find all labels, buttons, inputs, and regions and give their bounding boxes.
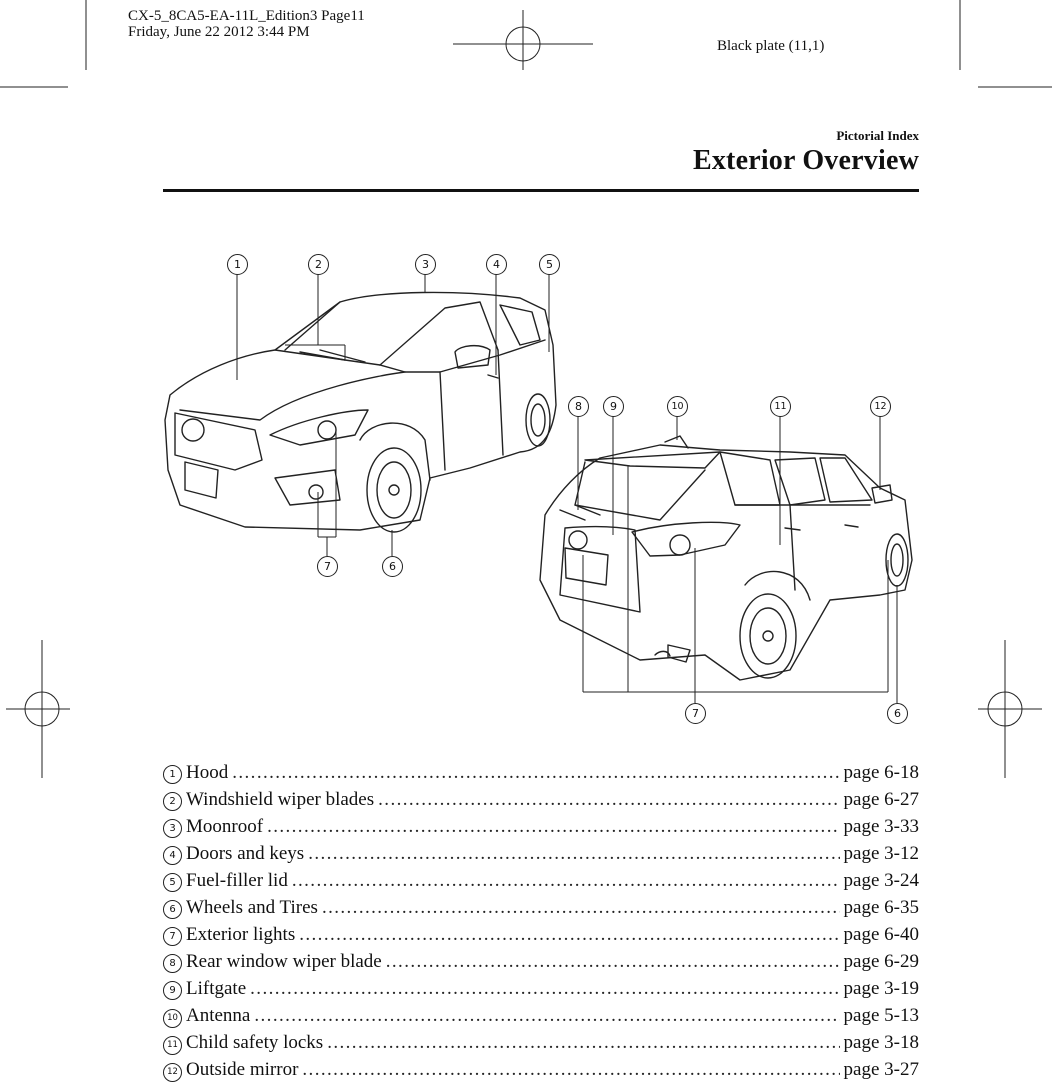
section-subtitle: Pictorial Index	[836, 128, 919, 143]
dot-leader	[250, 975, 839, 1002]
item-page: page 6-40	[843, 924, 919, 945]
item-page: page 6-18	[843, 762, 919, 783]
item-number: 5	[163, 873, 182, 892]
dot-leader	[267, 813, 839, 840]
item-label: Child safety locks	[186, 1032, 324, 1053]
item-label: Liftgate	[186, 978, 247, 999]
plate-label: Black plate (11,1)	[717, 38, 825, 54]
callout-12: 12	[870, 396, 891, 417]
item-label: Antenna	[186, 1005, 251, 1026]
item-page: page 3-18	[843, 1032, 919, 1053]
front-view-car	[164, 291, 557, 533]
page-title: Exterior Overview	[692, 145, 919, 176]
item-number: 6	[163, 900, 182, 919]
callout-1: 1	[227, 254, 248, 275]
callout-5: 5	[539, 254, 560, 275]
dot-leader	[232, 759, 839, 786]
file-name-line: CX-5_8CA5-EA-11L_Edition3 Page11	[128, 8, 365, 24]
dot-leader	[378, 786, 839, 813]
item-label: Outside mirror	[186, 1059, 299, 1080]
item-number: 3	[163, 819, 182, 838]
item-page: page 3-24	[843, 870, 919, 891]
item-label: Fuel-filler lid	[186, 870, 288, 891]
callout-8: 8	[568, 396, 589, 417]
item-label: Doors and keys	[186, 843, 305, 864]
rear-view-car	[539, 435, 913, 681]
callout-11: 11	[770, 396, 791, 417]
item-page: page 6-29	[843, 951, 919, 972]
item-page: page 5-13	[843, 1005, 919, 1026]
callout-9: 9	[603, 396, 624, 417]
dot-leader	[308, 840, 839, 867]
item-number: 10	[163, 1009, 182, 1028]
print-header: CX-5_8CA5-EA-11L_Edition3 Page11 Friday,…	[128, 8, 365, 40]
item-number: 11	[163, 1036, 182, 1055]
print-date-line: Friday, June 22 2012 3:44 PM	[128, 24, 310, 40]
item-number: 9	[163, 981, 182, 1000]
item-number: 7	[163, 927, 182, 946]
item-page: page 3-12	[843, 843, 919, 864]
item-label: Wheels and Tires	[186, 897, 318, 918]
item-page: page 6-27	[843, 789, 919, 810]
item-number: 4	[163, 846, 182, 865]
item-page: page 3-27	[843, 1059, 919, 1080]
callout-6-rear: 6	[887, 703, 908, 724]
item-page: page 6-35	[843, 897, 919, 918]
dot-leader	[322, 894, 840, 921]
callout-6-front: 6	[382, 556, 403, 577]
title-divider	[163, 189, 919, 192]
dot-leader	[386, 948, 840, 975]
item-number: 8	[163, 954, 182, 973]
leader-lines	[236, 273, 898, 703]
item-page: page 3-19	[843, 978, 919, 999]
item-number: 1	[163, 765, 182, 784]
callout-4: 4	[486, 254, 507, 275]
item-label: Exterior lights	[186, 924, 296, 945]
callout-3: 3	[415, 254, 436, 275]
dot-leader	[299, 921, 839, 948]
callout-7-rear: 7	[685, 703, 706, 724]
item-label: Windshield wiper blades	[186, 789, 375, 810]
item-label: Hood	[186, 762, 229, 783]
item-label: Rear window wiper blade	[186, 951, 382, 972]
item-label: Moonroof	[186, 816, 264, 837]
item-page: page 3-33	[843, 816, 919, 837]
callout-7-front: 7	[317, 556, 338, 577]
callout-2: 2	[308, 254, 329, 275]
callout-10: 10	[667, 396, 688, 417]
dot-leader	[254, 1002, 839, 1029]
dot-leader	[327, 1029, 839, 1056]
item-number: 2	[163, 792, 182, 811]
item-number: 12	[163, 1063, 182, 1082]
dot-leader	[292, 867, 840, 894]
